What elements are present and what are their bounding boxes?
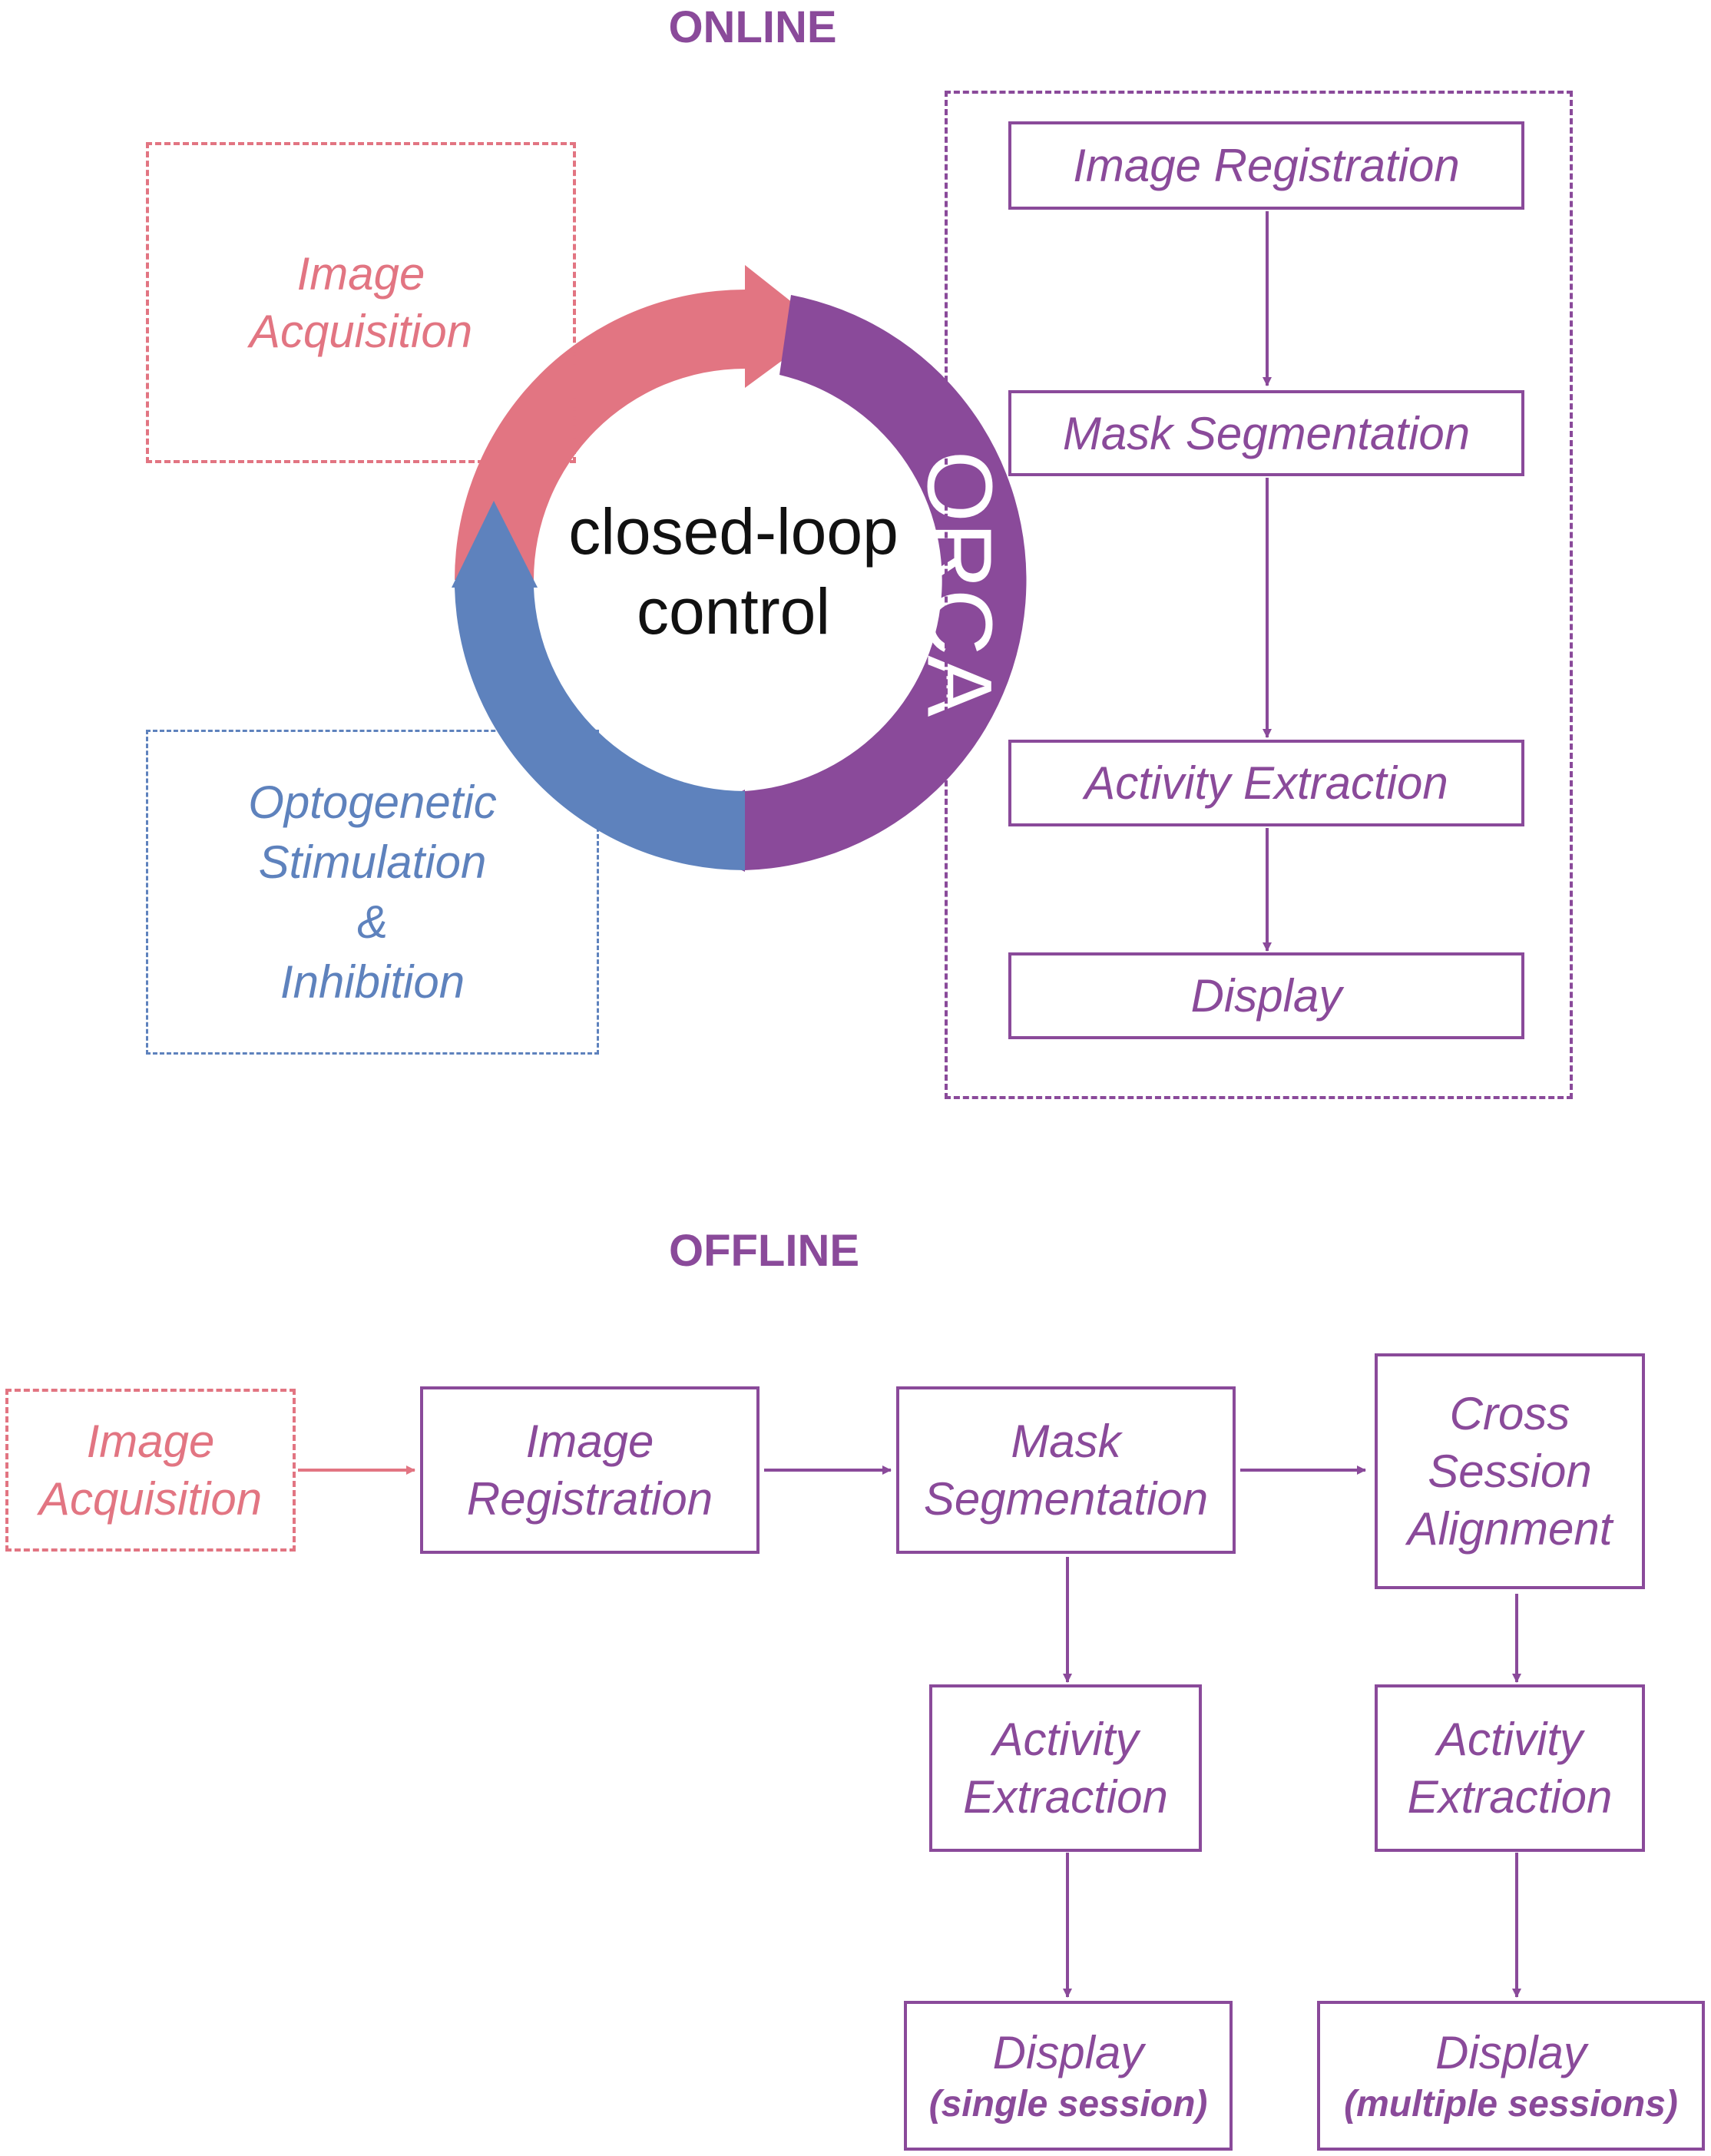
offline-alignment-line-2: Session — [1428, 1446, 1592, 1497]
closed-loop-label: closed-loop control — [491, 492, 975, 651]
online-activity-box: Activity Extraction — [1008, 740, 1524, 826]
ring-label-orca: ORCA — [908, 451, 1011, 717]
offline-activity-multi-line-1: Activity — [1436, 1714, 1584, 1765]
offline-display-single-sub: (single session) — [928, 2084, 1208, 2125]
offline-alignment-line-3: Alignment — [1407, 1503, 1613, 1555]
online-stimulation-line-1: Optogenetic — [248, 776, 497, 828]
offline-segmentation-line-1: Mask — [1011, 1416, 1121, 1467]
offline-activity-single-line-2: Extraction — [963, 1771, 1168, 1823]
ring-segment-orca — [745, 295, 1027, 870]
offline-acquisition-line-2: Acquisition — [38, 1473, 263, 1525]
offline-segmentation-box: Mask Segmentation — [896, 1386, 1236, 1554]
ring-arrowhead-acquisition — [745, 265, 826, 388]
online-acquisition-line-1: Image — [296, 248, 425, 300]
online-segmentation-box: Mask Segmentation — [1008, 390, 1524, 476]
online-acquisition-line-2: Acquisition — [249, 306, 473, 357]
closed-loop-ring — [452, 265, 1027, 872]
online-registration-box: Image Registration — [1008, 121, 1524, 210]
offline-display-multi-label: Display — [1435, 2027, 1587, 2078]
online-title: ONLINE — [668, 2, 837, 52]
online-acquisition-box: Image Acquisition — [146, 142, 576, 463]
ring-arrowhead-stimulation — [452, 501, 538, 588]
online-display-box: Display — [1008, 952, 1524, 1039]
online-stimulation-box: Optogenetic Stimulation & Inhibition — [146, 730, 599, 1055]
offline-display-multi-sub: (multiple sessions) — [1344, 2084, 1678, 2125]
offline-activity-multi-box: Activity Extraction — [1375, 1684, 1645, 1852]
closed-loop-label-line-1: closed-loop — [568, 495, 899, 568]
ring-segment-stimulation — [455, 588, 745, 871]
offline-display-single-box: Display (single session) — [904, 2001, 1233, 2151]
offline-activity-multi-line-2: Extraction — [1407, 1771, 1613, 1823]
ring-segment-acquisition — [455, 290, 745, 580]
orca-pipeline-container — [945, 91, 1573, 1099]
offline-title: OFFLINE — [668, 1226, 860, 1276]
offline-acquisition-box: Image Acquisition — [5, 1389, 296, 1552]
offline-activity-single-box: Activity Extraction — [929, 1684, 1202, 1852]
online-stimulation-line-4: Inhibition — [280, 955, 465, 1008]
offline-registration-line-2: Registration — [466, 1473, 713, 1525]
offline-display-multi-box: Display (multiple sessions) — [1317, 2001, 1705, 2151]
offline-registration-line-1: Image — [525, 1416, 654, 1467]
offline-activity-single-line-1: Activity — [992, 1714, 1139, 1765]
offline-display-single-label: Display — [992, 2027, 1144, 2078]
online-stimulation-line-2: Stimulation — [258, 836, 487, 888]
offline-acquisition-line-1: Image — [86, 1416, 215, 1467]
closed-loop-label-line-2: control — [636, 575, 831, 647]
offline-alignment-box: Cross Session Alignment — [1375, 1353, 1645, 1589]
offline-segmentation-line-2: Segmentation — [923, 1473, 1209, 1525]
offline-alignment-line-1: Cross — [1449, 1388, 1570, 1439]
offline-registration-box: Image Registration — [420, 1386, 760, 1554]
online-stimulation-line-3: & — [356, 896, 389, 948]
